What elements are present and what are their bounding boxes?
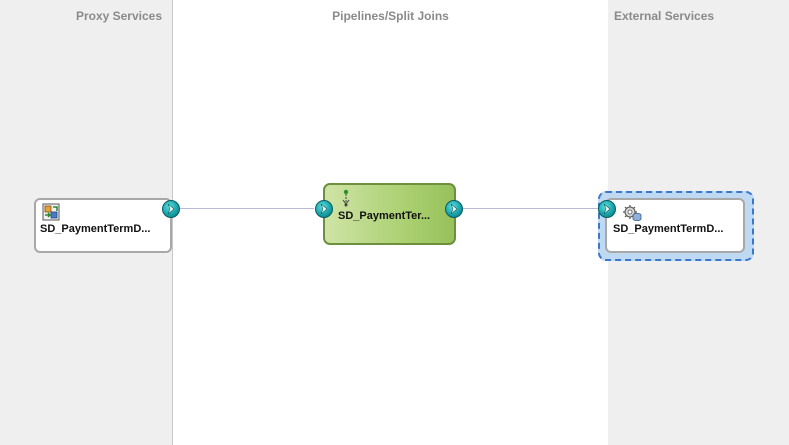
proxy-service-icon — [42, 203, 60, 221]
proxy-services-title: Proxy Services — [75, 9, 162, 23]
pipeline-node[interactable]: SD_PaymentTer... — [323, 183, 456, 245]
wire-proxy-to-pipeline[interactable] — [180, 208, 314, 209]
pipeline-input-port[interactable] — [315, 200, 333, 218]
business-service-node[interactable]: SD_PaymentTermD... — [605, 198, 745, 253]
pipelines-title: Pipelines/Split Joins — [332, 9, 449, 23]
pipeline-output-port[interactable] — [445, 200, 463, 218]
pipeline-label: SD_PaymentTer... — [338, 210, 431, 222]
pipeline-icon — [342, 189, 350, 207]
proxy-service-node[interactable]: SD_PaymentTermD... — [34, 198, 172, 253]
business-service-icon — [623, 205, 642, 221]
business-service-label: SD_PaymentTermD... — [613, 223, 724, 235]
proxy-output-port[interactable] — [162, 200, 180, 218]
external-services-title: External Services — [614, 9, 715, 23]
business-service-input-port[interactable] — [598, 200, 616, 218]
proxy-service-label: SD_PaymentTermD... — [40, 223, 151, 235]
wire-pipeline-to-external[interactable] — [463, 208, 599, 209]
